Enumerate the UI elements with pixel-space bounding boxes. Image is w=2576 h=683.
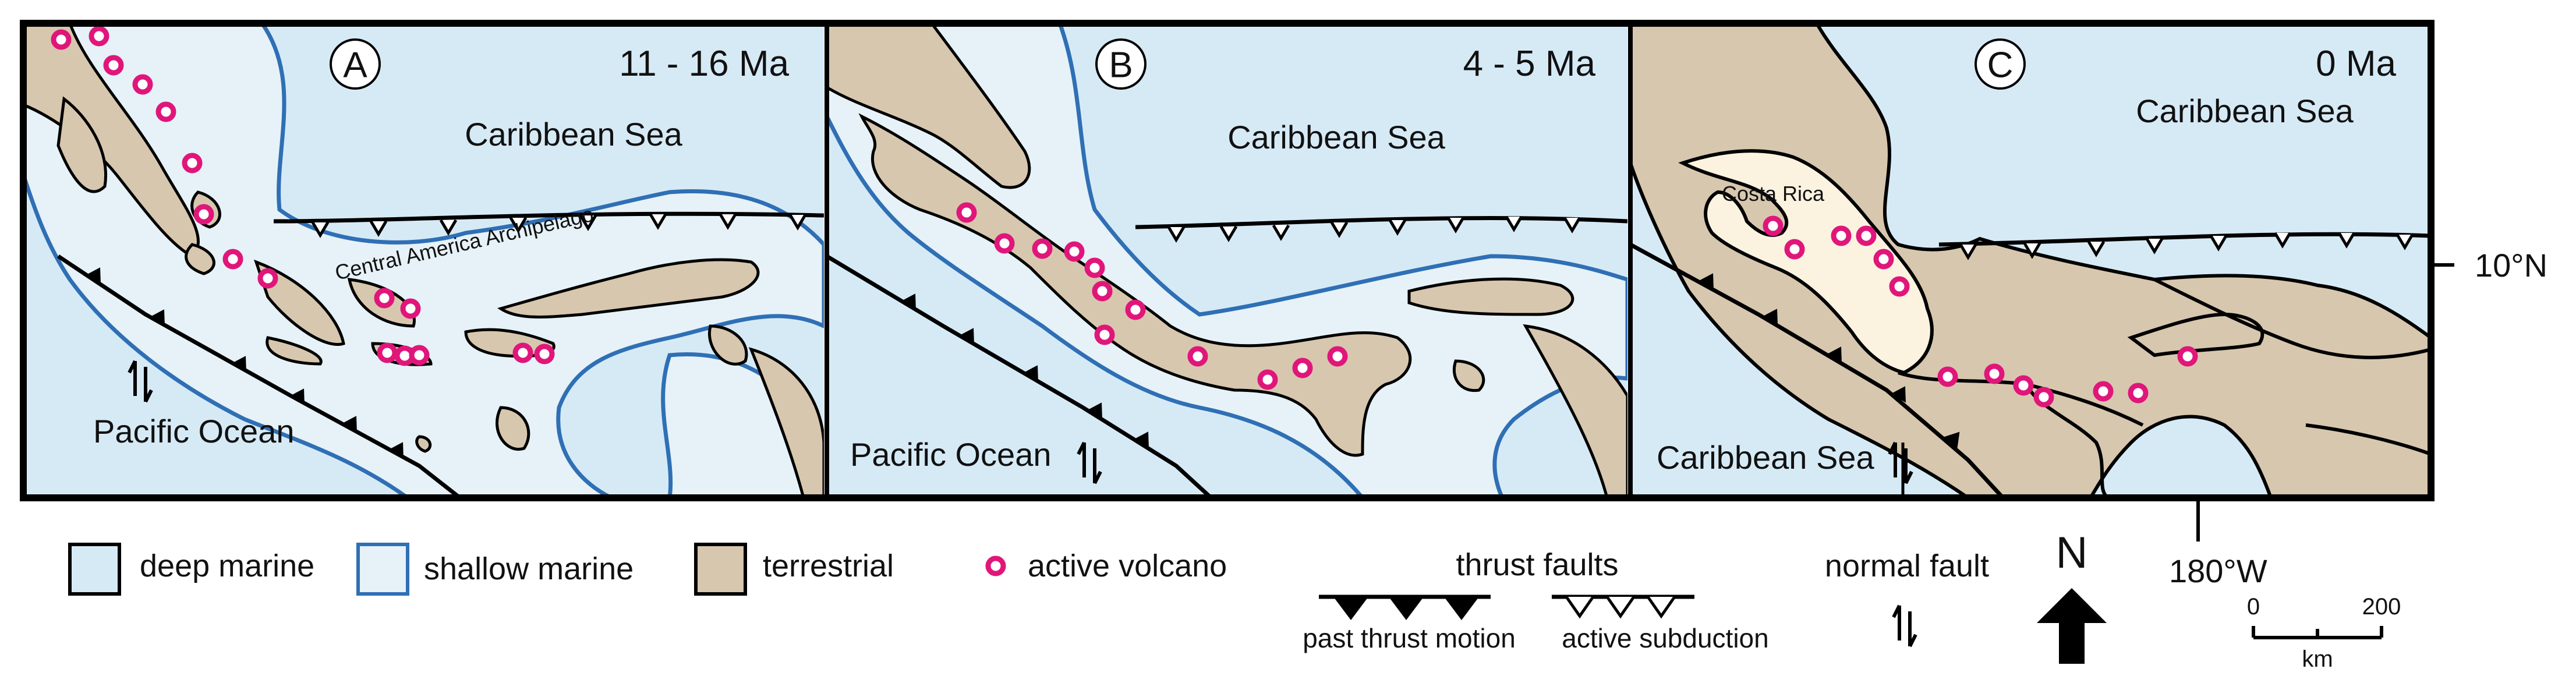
panel-a-caribbean-label: Caribbean Sea (465, 116, 682, 153)
panel-c-costa-rica (1678, 149, 1934, 375)
panel-a-active-subduction (273, 211, 824, 235)
panel-c-pacific-side-label: Caribbean Sea (1657, 439, 1874, 476)
panel-c-country-label: Costa Rica (1722, 182, 1825, 206)
panel-b: B 4 - 5 Ma Caribbean Sea Pacific Ocean (827, 23, 1627, 498)
legend-active-subduction-icon (1552, 594, 1694, 619)
legend-normal-fault-label: normal fault (1825, 548, 1989, 583)
panel-a-age: 11 - 16 Ma (619, 44, 789, 84)
panel-b-normal-fault (1077, 441, 1102, 484)
panel-c-letter-circle (1975, 38, 2026, 90)
scale-end: 200 (2362, 594, 2401, 620)
legend-volcano-icon (988, 558, 1003, 574)
panel-b-shallow-marine (827, 23, 1627, 498)
panel-b-terrestrial (827, 23, 1627, 498)
north-label: N (2056, 528, 2088, 578)
scale-start: 0 (2247, 594, 2260, 620)
legend-thrust-faults-title: thrust faults (1456, 547, 1618, 582)
north-arrow-icon (2037, 588, 2107, 664)
graticule-ticks (2196, 263, 2454, 542)
scale-bar (2252, 626, 2383, 639)
legend-active-subduction-label: active subduction (1562, 623, 1768, 653)
panel-c-active-subduction (1938, 233, 2431, 257)
panel-b-letter-circle (1095, 38, 1147, 90)
panel-b-letter: B (1109, 45, 1133, 86)
legend-terrestrial-swatch (694, 543, 747, 596)
legend-deep-marine-label: deep marine (140, 548, 314, 583)
panel-c-past-thrust (1630, 242, 2005, 498)
panel-c-normal-fault (1888, 441, 1913, 484)
legend-shallow-marine-swatch (356, 543, 409, 596)
longitude-label: 180°W (2169, 553, 2267, 589)
panel-c-caribbean-label: Caribbean Sea (2136, 93, 2354, 129)
panel-b-active-subduction (1135, 217, 1627, 240)
panel-a-shallow-marine (23, 23, 824, 498)
scale-unit: km (2302, 646, 2333, 672)
panel-c-letter: C (1987, 45, 2014, 86)
panel-b-age: 4 - 5 Ma (1463, 44, 1596, 84)
legend-past-thrust-label: past thrust motion (1303, 623, 1516, 653)
legend-normal-fault-icon (1892, 604, 1917, 647)
panel-b-past-thrust (827, 254, 1213, 498)
panel-c: C 0 Ma Caribbean Sea Costa Rica Caribbea… (1630, 23, 2431, 498)
panel-a-letter: A (343, 45, 367, 86)
latitude-label: 10°N (2475, 247, 2547, 284)
panel-c-age: 0 Ma (2316, 44, 2396, 84)
panel-a-letter-circle (330, 38, 381, 90)
legend-shallow-marine-label: shallow marine (424, 551, 634, 586)
panel-b-pacific-label: Pacific Ocean (850, 436, 1052, 473)
legend-past-thrust-icon (1319, 594, 1491, 620)
panel-a-terrestrial (23, 23, 824, 498)
panel-c-terrestrial (1630, 23, 2431, 498)
legend: deep marine shallow marine terrestrial a… (68, 528, 2401, 672)
legend-deep-marine-swatch (68, 543, 121, 596)
panel-b-caribbean-label: Caribbean Sea (1227, 119, 1445, 155)
legend-terrestrial-label: terrestrial (763, 548, 894, 583)
panel-a: A 11 - 16 Ma Caribbean Sea Central Ameri… (23, 23, 824, 498)
panel-frames (20, 20, 2435, 501)
panel-a-past-thrust (57, 254, 462, 498)
panel-a-normal-fault (128, 360, 153, 403)
panel-a-pacific-label: Pacific Ocean (93, 413, 295, 450)
legend-volcano-label: active volcano (1028, 548, 1227, 583)
